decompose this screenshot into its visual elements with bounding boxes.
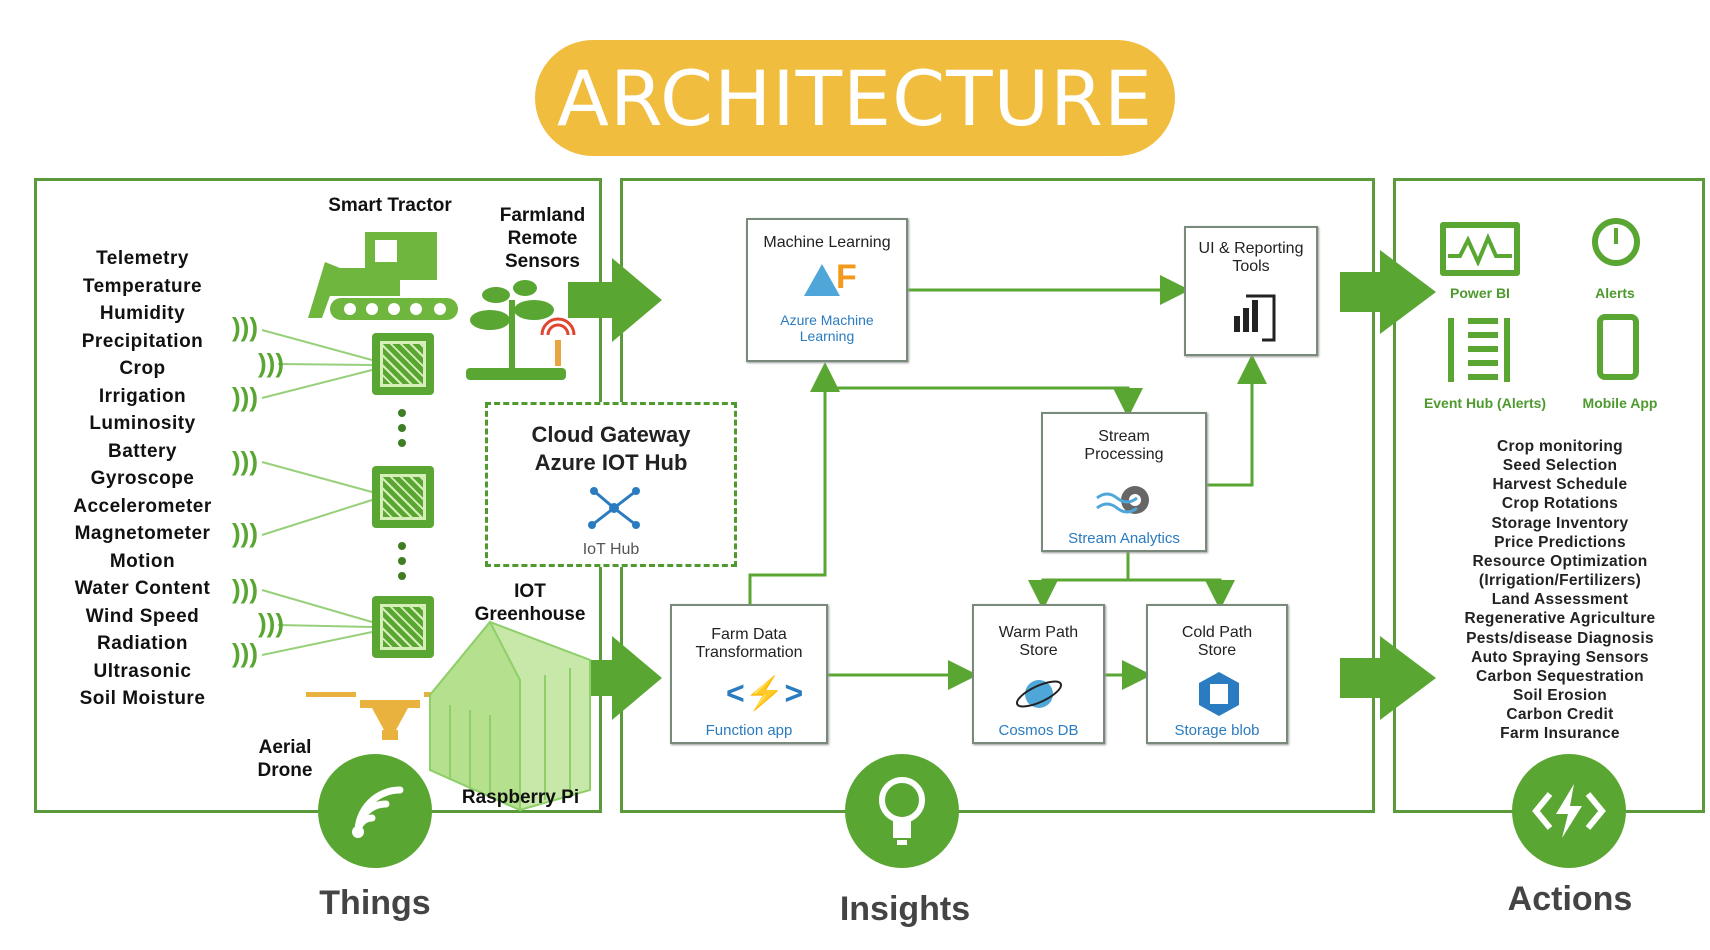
tractor-icon (308, 232, 458, 320)
ml-title: Machine Learning (763, 234, 891, 251)
sensor-label: Irrigation (98, 386, 187, 407)
sensor-label: Magnetometer (74, 523, 211, 544)
action-item: Crop Rotations (1501, 495, 1619, 512)
ui-title: UI & Reporting Tools (1198, 240, 1304, 275)
ui-reporting-box: UI & Reporting Tools (1184, 226, 1318, 356)
sensor-label: Wind Speed (85, 606, 200, 627)
alerts-clock-icon (1592, 218, 1640, 266)
iot-hub-label: IoT Hub (582, 541, 640, 558)
clock-hand (1614, 228, 1618, 244)
signal-icon: ))) (232, 312, 258, 342)
actions-footer: Actions (1507, 880, 1633, 918)
event-hub-label: Event Hub (Alerts) (1423, 395, 1547, 411)
chip-icon (372, 333, 434, 395)
ml-sub: Azure Machine Learning (780, 312, 874, 344)
signal-icon: ))) (232, 518, 258, 548)
sensor-label: Precipitation (81, 331, 204, 352)
sensor-label: Motion (109, 551, 176, 572)
action-item: Seed Selection (1502, 457, 1618, 474)
ml-flask-icon (804, 264, 840, 296)
action-item: Regenerative Agriculture (1464, 610, 1656, 627)
sensor-label: Battery (108, 441, 177, 462)
tensorflow-icon: F (836, 258, 857, 296)
farmland-sensors-label: Farmland Remote Sensors (499, 205, 586, 272)
signal-icon: ))) (258, 608, 284, 638)
cosmos-db-icon (1015, 680, 1063, 708)
stream-title: Stream Processing (1084, 428, 1164, 463)
action-item: Storage Inventory (1491, 515, 1629, 532)
warm-sub: Cosmos DB (998, 722, 1079, 739)
event-hub-icon (1448, 318, 1510, 382)
sensor-label: Crop (119, 358, 166, 379)
iot-greenhouse-label: IOT Greenhouse (474, 581, 586, 625)
sensor-label: Gyroscope (90, 468, 195, 489)
things-wifi-icon (318, 754, 432, 868)
iot-hub-icon (588, 487, 640, 529)
action-item: Resource Optimization (1472, 553, 1648, 570)
sensor-label: Water Content (74, 578, 211, 599)
cold-title: Cold Path Store (1181, 624, 1253, 659)
warm-path-box: Warm Path Store Cosmos DB (972, 604, 1105, 744)
machine-learning-box: Machine Learning F Azure Machine Learnin… (746, 218, 908, 362)
chip-icon (372, 466, 434, 528)
action-item: Land Assessment (1491, 591, 1629, 608)
action-item: Crop monitoring (1497, 438, 1623, 455)
alerts-label: Alerts (1595, 285, 1635, 301)
sensor-label: Accelerometer (73, 496, 212, 517)
signal-icon: ))) (232, 638, 258, 668)
smart-tractor-label: Smart Tractor (328, 195, 452, 216)
stream-sub: Stream Analytics (1068, 530, 1180, 547)
action-item: Carbon Credit (1506, 706, 1614, 723)
action-item: Harvest Schedule (1492, 476, 1628, 493)
actions-function-icon (1512, 754, 1626, 868)
sensor-label: Ultrasonic (93, 661, 192, 682)
action-item: Auto Spraying Sensors (1471, 649, 1649, 666)
power-bi-label: Power BI (1450, 285, 1510, 301)
action-item: Price Predictions (1494, 534, 1626, 551)
things-footer: Things (319, 884, 431, 922)
insights-footer: Insights (839, 890, 971, 928)
insights-lightbulb-icon (845, 754, 959, 868)
power-bi-icon (1234, 294, 1276, 342)
sensor-label: Soil Moisture (79, 688, 206, 709)
mobile-app-icon (1597, 314, 1639, 380)
sensor-label: Luminosity (89, 413, 196, 434)
signal-icon: ))) (232, 382, 258, 412)
plant-icon (466, 280, 566, 380)
warm-title: Warm Path Store (998, 624, 1079, 659)
sensor-label: Radiation (96, 633, 189, 654)
action-item: Pests/disease Diagnosis (1466, 630, 1654, 647)
storage-blob-icon (1199, 672, 1239, 716)
signal-icon: ))) (232, 446, 258, 476)
action-item: (Irrigation/Fertilizers) (1478, 572, 1642, 589)
power-bi-monitor-icon (1440, 222, 1520, 276)
signal-icon: ))) (232, 574, 258, 604)
greenhouse-icon (429, 620, 591, 812)
chip-icon (372, 596, 434, 658)
cold-sub: Storage blob (1174, 722, 1260, 739)
action-item: Farm Insurance (1500, 725, 1620, 742)
stream-analytics-icon (1096, 486, 1149, 514)
aerial-drone-label: Aerial Drone (257, 737, 313, 781)
raspberry-pi-label: Raspberry Pi (461, 787, 580, 808)
pulse-icon (1448, 232, 1512, 266)
farm-sub: Function app (705, 722, 793, 739)
action-item: Carbon Sequestration (1476, 668, 1644, 685)
cloud-gateway-box: Cloud Gateway Azure IOT Hub IoT Hub (485, 402, 737, 567)
cold-path-box: Cold Path Store Storage blob (1146, 604, 1288, 744)
signal-icon: ))) (258, 348, 284, 378)
farm-title: Farm Data Transformation (695, 626, 803, 661)
sensor-label: Telemetry (96, 248, 189, 269)
sensor-label: Humidity (99, 303, 186, 324)
architecture-title: ARCHITECTURE (535, 40, 1175, 156)
farm-data-box: Farm Data Transformation <⚡> Function ap… (670, 604, 828, 744)
function-app-icon: <⚡> (726, 675, 804, 711)
stream-processing-box: Stream Processing Stream Analytics (1041, 412, 1207, 552)
mobile-app-label: Mobile App (1582, 395, 1658, 411)
action-item: Soil Erosion (1512, 687, 1608, 704)
sensor-label: Temperature (82, 276, 203, 297)
cloud-gateway-label: Cloud Gateway Azure IOT Hub (531, 422, 691, 475)
wireless-sensor-icon (540, 317, 576, 366)
